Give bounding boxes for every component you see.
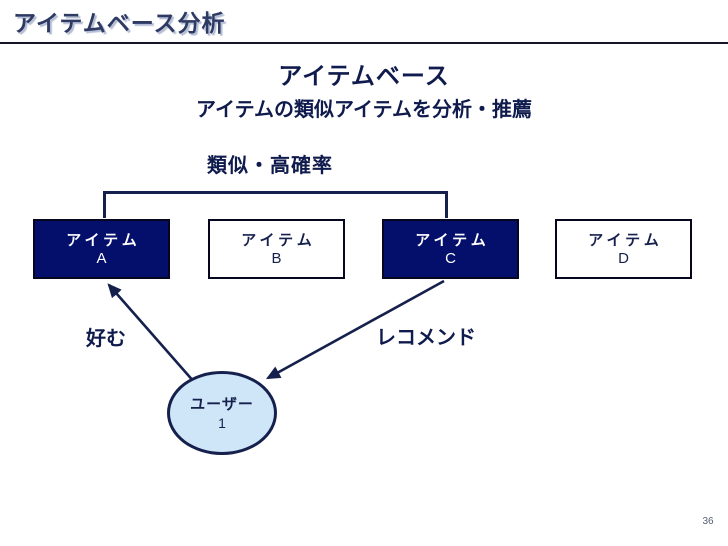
bracket-label: 類似・高確率 [207, 155, 333, 177]
item-label: アイテム [588, 231, 663, 249]
item-letter: C [445, 249, 456, 267]
diagram-subheading: アイテムの類似アイテムを分析・推薦 [196, 99, 532, 121]
item-label: アイテム [415, 231, 490, 249]
diagram-heading: アイテムベース [278, 63, 450, 90]
similarity-bracket [103, 191, 448, 218]
user-node: ユーザー 1 [167, 371, 277, 455]
recommend-arrow [265, 279, 445, 380]
item-box-c: アイテム C [382, 219, 519, 279]
slide-title: アイテムベース分析 [13, 10, 226, 36]
item-label: アイテム [66, 231, 141, 249]
recommend-label: レコメンド [376, 327, 476, 349]
item-label: アイテム [241, 231, 316, 249]
page-number: 36 [702, 516, 714, 527]
item-letter: D [618, 249, 629, 267]
user-id: 1 [218, 414, 226, 431]
item-letter: A [96, 249, 107, 267]
item-letter: B [271, 249, 282, 267]
likes-label: 好む [86, 328, 126, 350]
header-divider [0, 42, 728, 44]
likes-arrow [107, 283, 196, 384]
item-box-d: アイテム D [555, 219, 692, 279]
item-box-b: アイテム B [208, 219, 345, 279]
item-box-a: アイテム A [33, 219, 170, 279]
user-label: ユーザー [190, 395, 254, 413]
